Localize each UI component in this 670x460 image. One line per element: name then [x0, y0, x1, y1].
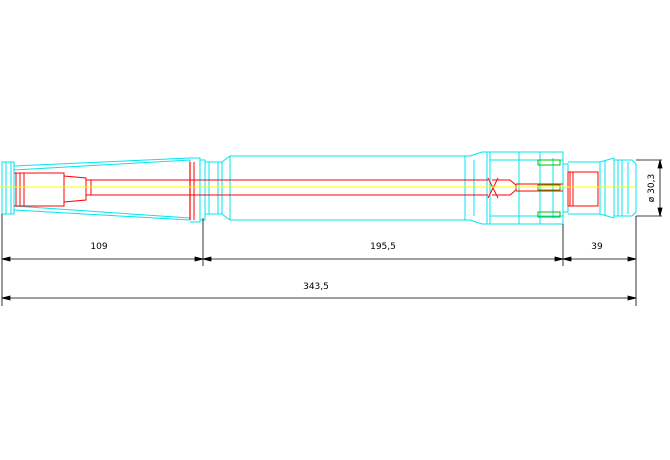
dimension-lines	[1, 159, 663, 306]
dimension-109: 109	[90, 242, 107, 252]
dimension-39: 39	[591, 242, 603, 252]
part-outline	[1, 151, 637, 225]
slot-details	[537, 159, 561, 218]
dimension-195-5: 195,5	[370, 242, 396, 252]
inner-bore	[14, 162, 599, 220]
dimension-diameter: ø 30,3	[647, 174, 657, 202]
dimension-total: 343,5	[303, 282, 329, 292]
